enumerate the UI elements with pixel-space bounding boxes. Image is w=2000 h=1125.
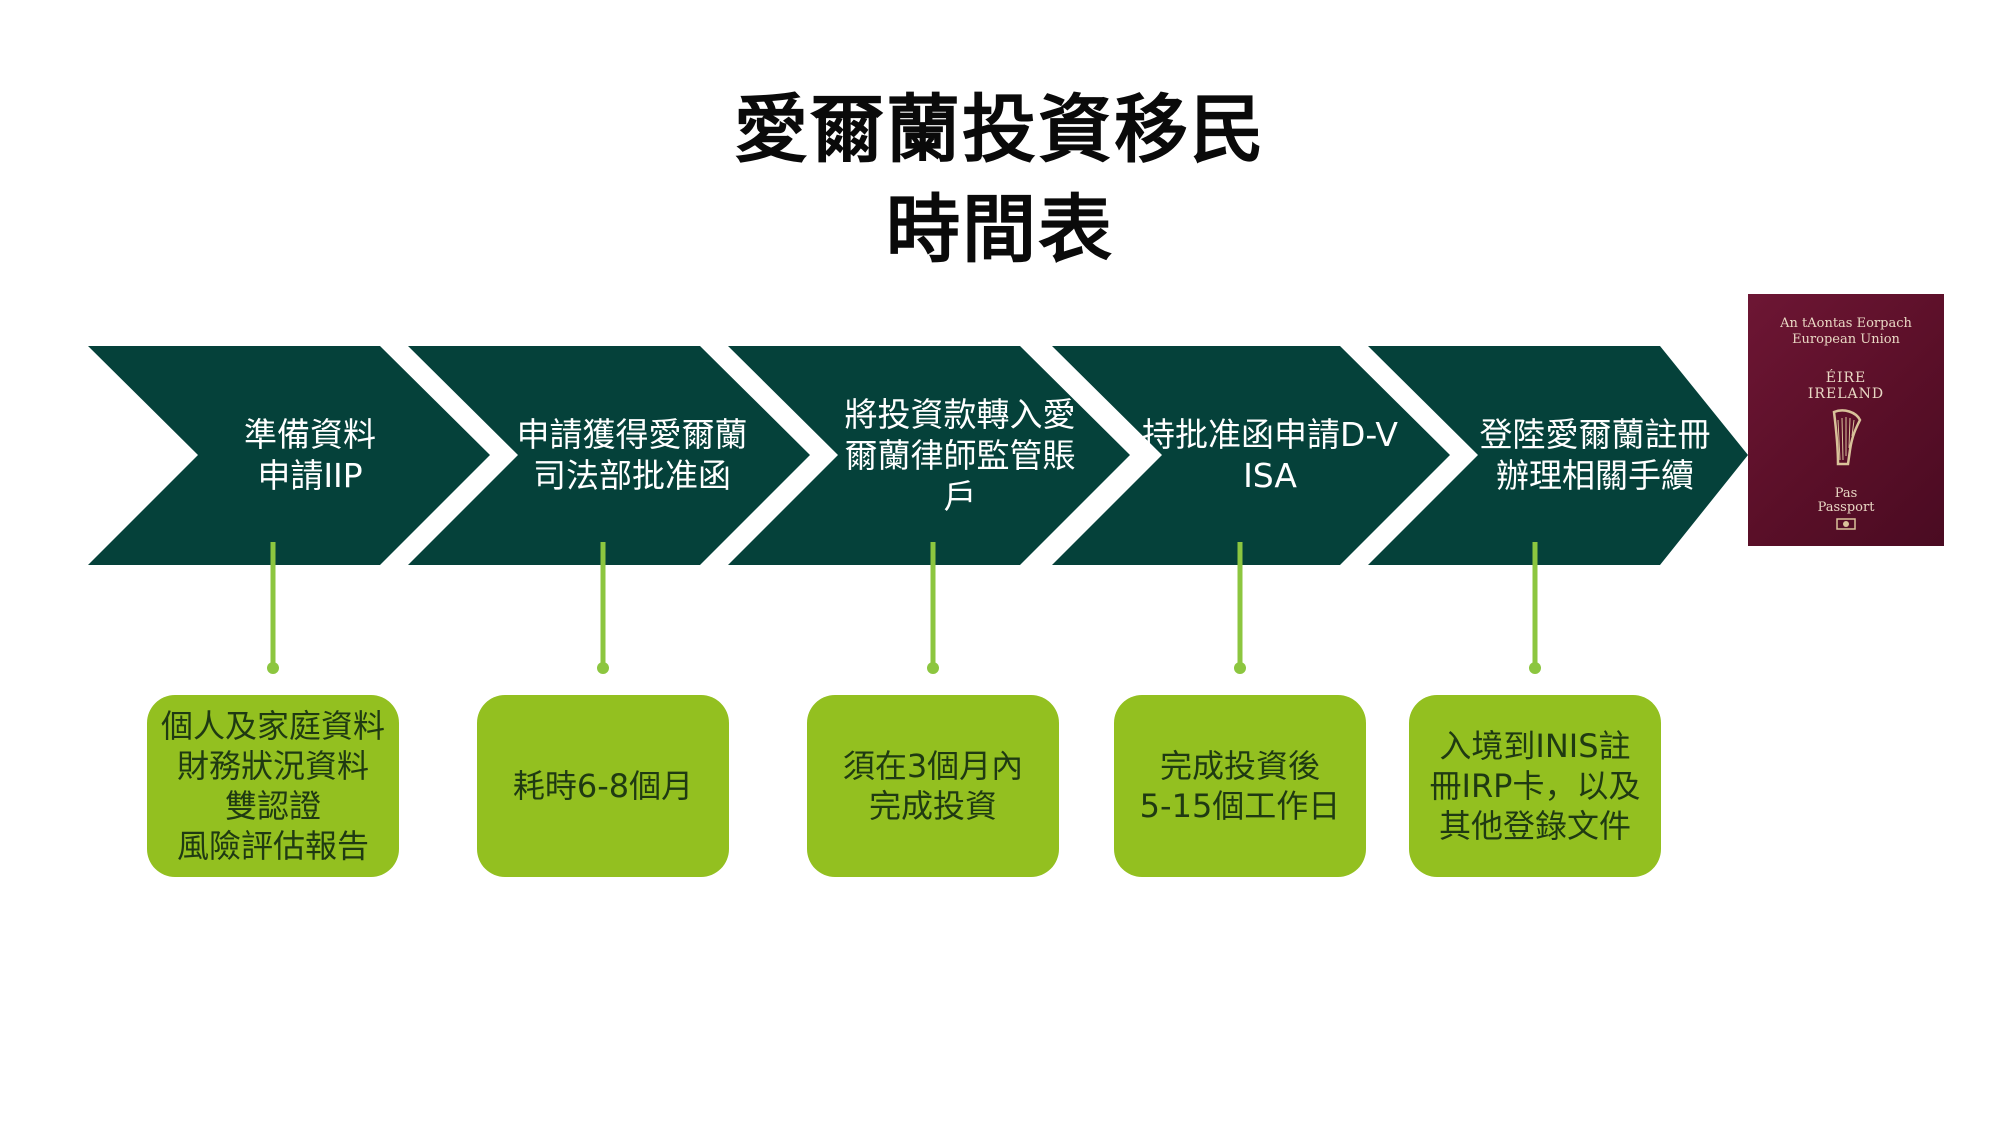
harp-icon [1832,409,1862,466]
chevron-step-4 [1052,346,1450,565]
biometric-chip-icon [1836,518,1856,530]
connector-dot-5 [1529,662,1541,674]
diagram-title-line2: 時間表 [886,187,1114,273]
passport-text-5: Pas [1834,486,1858,501]
passport-text-4: IRELAND [1807,386,1885,402]
chevron-step-2 [408,346,810,565]
connector-dot-1 [267,662,279,674]
diagram-title-line1: 愛爾蘭投資移民 [734,87,1266,173]
chevron-step-1 [88,346,490,565]
step-4-label: 持批准函申請D-VISA [1142,415,1398,495]
step-3-detail-box: 須在3個月內 完成投資 [807,695,1059,877]
step-5-label: 登陸愛爾蘭註冊辦理相關手續 [1479,415,1711,495]
passport-text-3: ÉIRE [1825,370,1867,386]
step-2-detail-box: 耗時6-8個月 [477,695,729,877]
connector-dot-2 [597,662,609,674]
passport-text-6: Passport [1817,500,1875,515]
step-5-detail-box: 入境到INIS註 冊IRP卡，以及 其他登錄文件 [1409,695,1661,877]
step-4-detail-box: 完成投資後 5-15個工作日 [1114,695,1366,877]
irish-passport-image: An tAontas Eorpach European Union ÉIRE I… [1748,294,1944,546]
connector-dot-4 [1234,662,1246,674]
passport-text-1: An tAontas Eorpach [1780,316,1912,331]
passport-text-2: European Union [1792,332,1900,347]
step-1-detail-box: 個人及家庭資料 財務狀況資料 雙認證 風險評估報告 [147,695,399,877]
step-1-label: 準備資料 申請IIP [244,415,376,495]
chevron-step-3 [728,346,1130,565]
step-2-label: 申請獲得愛爾蘭司法部批准函 [516,415,748,495]
connector-dot-3 [927,662,939,674]
chevron-step-5 [1368,346,1748,565]
step-3-label: 將投資款轉入愛爾蘭律師監管賬戶 [844,394,1076,516]
